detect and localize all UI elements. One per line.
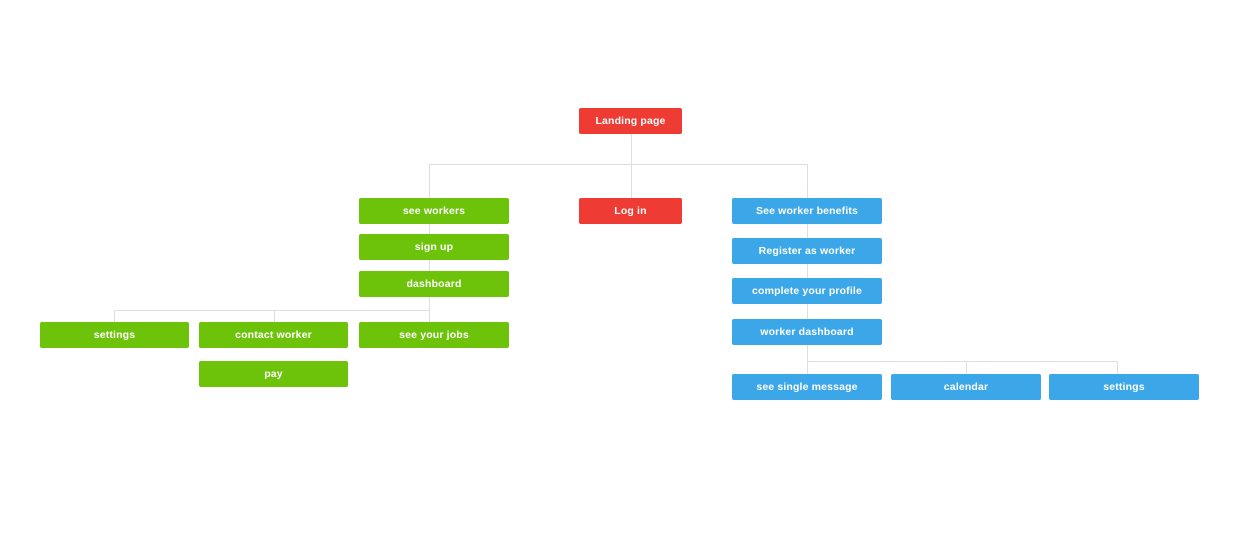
node-label: settings [93,328,136,341]
node-see-worker-benefits[interactable]: See worker benefits [732,198,882,224]
node-settings-worker[interactable]: settings [1049,374,1199,400]
node-sign-up[interactable]: sign up [359,234,509,260]
node-complete-profile[interactable]: complete your profile [732,278,882,304]
node-label: see your jobs [399,328,469,341]
node-see-single-message[interactable]: see single message [732,374,882,400]
node-calendar[interactable]: calendar [891,374,1041,400]
node-label: complete your profile [752,284,862,297]
node-log-in[interactable]: Log in [579,198,682,224]
node-label: see single message [756,380,858,393]
node-contact-worker[interactable]: contact worker [199,322,348,348]
node-label: pay [264,367,283,380]
node-label: worker dashboard [760,325,854,338]
node-landing-page[interactable]: Landing page [579,108,682,134]
node-label: contact worker [235,328,312,341]
node-see-workers[interactable]: see workers [359,198,509,224]
node-register-as-worker[interactable]: Register as worker [732,238,882,264]
node-worker-dashboard[interactable]: worker dashboard [732,319,882,345]
node-label: settings [1103,380,1145,393]
node-label: Log in [614,204,647,217]
node-label: dashboard [406,277,462,290]
node-label: calendar [943,380,989,393]
node-label: Landing page [595,114,666,127]
node-label: sign up [414,240,454,253]
node-settings-client[interactable]: settings [40,322,189,348]
node-label: see workers [402,204,466,217]
node-label: Register as worker [758,244,856,257]
node-pay[interactable]: pay [199,361,348,387]
node-dashboard[interactable]: dashboard [359,271,509,297]
node-label: See worker benefits [755,204,859,217]
node-see-your-jobs[interactable]: see your jobs [359,322,509,348]
